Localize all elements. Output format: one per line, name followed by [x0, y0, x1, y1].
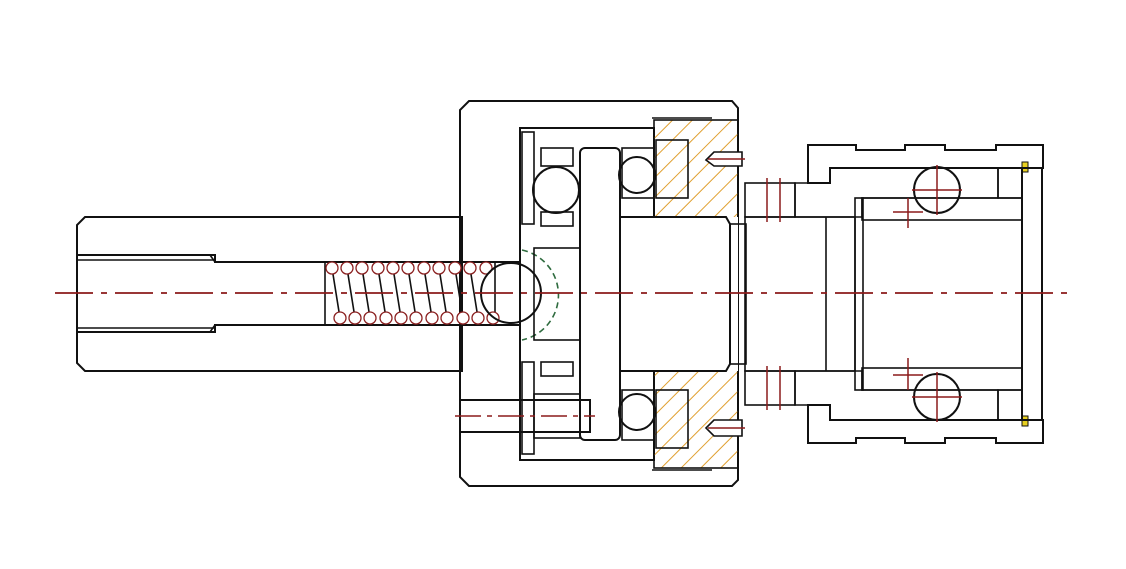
left-shaft [76, 216, 521, 372]
main-housing [459, 100, 739, 487]
right-bearing [744, 166, 1043, 421]
compression-spring [324, 261, 500, 326]
center-marks [708, 158, 962, 429]
